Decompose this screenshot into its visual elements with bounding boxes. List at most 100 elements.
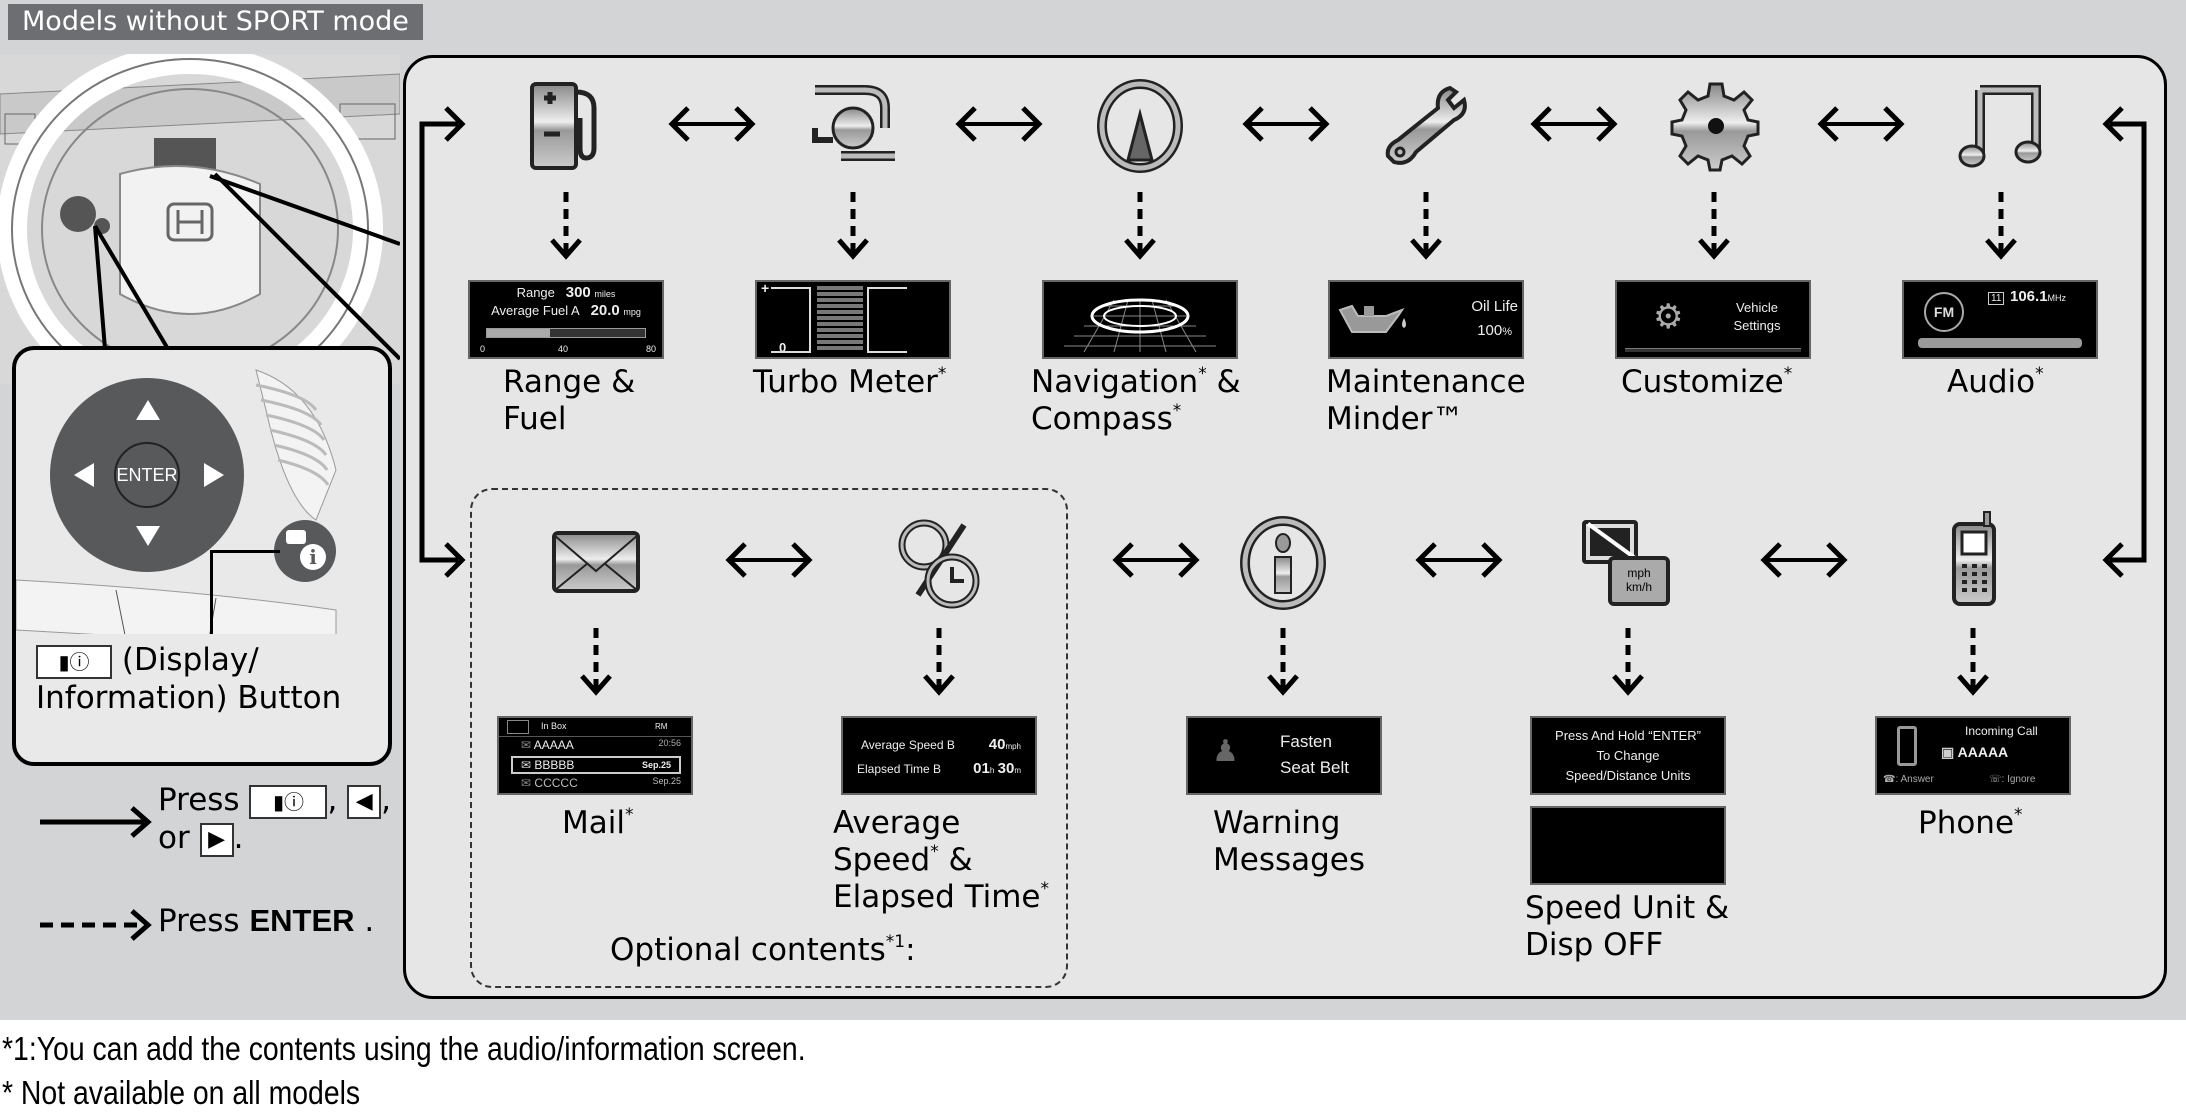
- display-info-button-glyph: ▮ⓘ: [249, 784, 328, 819]
- settings-gear-icon: ⚙: [1653, 298, 1684, 336]
- legend-sep: ,: [381, 782, 392, 818]
- avg-speed-line: Average Speed B 40mph: [861, 736, 1021, 753]
- speed-unit-line1: Press And Hold “ENTER”: [1555, 728, 1701, 743]
- fuel-line: Average Fuel A 20.0 mpg: [470, 302, 662, 319]
- label-line: Average: [833, 805, 961, 841]
- oil-life-value: 100: [1477, 322, 1503, 339]
- bidirectional-arrow-icon: [1242, 106, 1330, 142]
- phone-icon: [1952, 511, 1996, 606]
- fuel-pump-icon: [530, 82, 597, 170]
- ignore-label: : Ignore: [2001, 774, 2036, 785]
- oil-can-icon: [1338, 304, 1406, 333]
- bidirectional-arrow-icon: [1112, 542, 1200, 578]
- compass-icon: [1097, 79, 1183, 173]
- label-line: Customize: [1621, 364, 1784, 400]
- phone-screen: Incoming Call ▣ AAAAA ☎: Answer ☏: Ignor…: [1875, 716, 2071, 795]
- avg-speed-label: Average Speed B: [861, 738, 955, 752]
- label-line: Messages: [1213, 842, 1366, 878]
- warning-screen: ♟ Fasten Seat Belt: [1186, 716, 1382, 795]
- turbo-bar-stack: [817, 286, 863, 356]
- elapsed-minutes: 30: [997, 760, 1015, 777]
- fuel-unit: mpg: [623, 307, 641, 317]
- ignore-hint[interactable]: ☏: Ignore: [1989, 774, 2035, 785]
- range-line: Range 300 miles: [470, 284, 662, 301]
- range-value: 300: [565, 284, 591, 301]
- legend-sep: ,: [327, 782, 338, 818]
- legend-dashed: Press ENTER .: [158, 903, 374, 939]
- legend-enter: ENTER: [249, 903, 355, 938]
- optional-contents-group: [470, 488, 1068, 988]
- speed-unit-line2: To Change: [1596, 748, 1660, 763]
- frequency-value: 106.1: [2010, 288, 2048, 305]
- dpad-up-button[interactable]: [136, 400, 160, 420]
- contact-icon: ▣: [1941, 744, 1955, 760]
- envelope-icon: ✉: [521, 758, 532, 772]
- turbo-bar: [817, 334, 863, 338]
- label-line: Elapsed Time: [833, 879, 1041, 915]
- fm-band-badge: FM: [1924, 292, 1964, 332]
- audio-screen: FM 11 106.1MHz: [1902, 280, 2098, 359]
- fuel-value: 20.0: [590, 302, 620, 319]
- mail-header-icon: [507, 720, 529, 734]
- display-info-button[interactable]: i: [274, 520, 336, 582]
- steering-control-closeup: ENTER i ▮ⓘ (Display/ Information) Button: [12, 346, 392, 766]
- asterisk: *: [937, 364, 947, 384]
- oil-life-value-line: 100%: [1426, 322, 1512, 339]
- asterisk: *: [1040, 879, 1050, 899]
- turbo-bracket-left: [771, 287, 811, 353]
- preset-number: 11: [1988, 292, 2005, 305]
- optional-contents-label: Optional contents*1:: [610, 932, 916, 969]
- mail-sender: AAAAA: [533, 738, 574, 752]
- audio-base-bar: [1918, 338, 2082, 348]
- control-pad-illustration: [16, 369, 337, 651]
- footnote-1: *1:You can add the contents using the au…: [2, 1030, 806, 1067]
- label-customize: Customize*: [1621, 364, 1792, 401]
- asterisk: *: [2014, 805, 2023, 825]
- dashed-down-arrow-icon: [1124, 192, 1156, 260]
- dashed-down-arrow-icon: [1267, 628, 1299, 696]
- label-line: Fuel: [503, 401, 567, 437]
- label-line: Speed Unit &: [1525, 890, 1730, 926]
- dashed-down-arrow-icon: [923, 628, 955, 696]
- dashed-down-arrow-icon: [1410, 192, 1442, 260]
- dashed-down-arrow-icon: [580, 628, 612, 696]
- range-unit: miles: [594, 289, 616, 299]
- turbo-bracket-right: [867, 287, 907, 353]
- turbo-zero-label: 0: [779, 340, 787, 355]
- label-line: Minder™: [1326, 401, 1464, 437]
- right-arrow-button-glyph: ▶: [199, 822, 234, 857]
- incoming-call-title: Incoming Call: [1965, 724, 2038, 738]
- enter-button[interactable]: ENTER: [114, 442, 180, 508]
- turbo-icon: [812, 85, 895, 161]
- answer-hint[interactable]: ☎: Answer: [1883, 774, 1934, 785]
- right-loop-arrow: [2102, 106, 2147, 578]
- footnote-2: * Not available on all models: [2, 1074, 361, 1111]
- speed-unit-text: Press And Hold “ENTER” To Change Speed/D…: [1532, 726, 1724, 786]
- dpad-left-button[interactable]: [74, 463, 94, 487]
- asterisk: *: [1198, 364, 1207, 384]
- label-line: Maintenance: [1326, 364, 1526, 400]
- speed-unit-screen: Press And Hold “ENTER” To Change Speed/D…: [1530, 716, 1726, 795]
- turbo-bar: [817, 340, 863, 344]
- frequency-unit: MHz: [2047, 293, 2067, 303]
- mail-row-selected[interactable]: ✉ BBBBB Sep.25: [511, 756, 681, 774]
- legend-or: or: [158, 820, 190, 856]
- mail-sender: BBBBB: [534, 758, 575, 772]
- dpad-right-button[interactable]: [204, 463, 224, 487]
- customize-line1: Vehicle: [1736, 300, 1778, 315]
- optional-label-text: Optional contents: [610, 932, 886, 968]
- turbo-plus-label: +: [761, 280, 770, 296]
- label-line: Speed: [833, 842, 931, 878]
- envelope-icon: ✉: [521, 776, 532, 790]
- legend-end: .: [364, 903, 375, 939]
- dashed-down-arrow-icon: [1612, 628, 1644, 696]
- steering-wheel-illustration: [0, 54, 400, 384]
- bidirectional-arrow-icon: [1530, 106, 1618, 142]
- mail-row[interactable]: ✉ CCCCC Sep.25: [521, 776, 681, 790]
- dpad-down-button[interactable]: [136, 526, 160, 546]
- mail-row[interactable]: ✉ AAAAA 20:56: [521, 738, 681, 752]
- oil-life-screen: Oil Life 100%: [1328, 280, 1524, 359]
- inbox-title: In Box: [541, 721, 567, 731]
- turbo-bar: [817, 322, 863, 326]
